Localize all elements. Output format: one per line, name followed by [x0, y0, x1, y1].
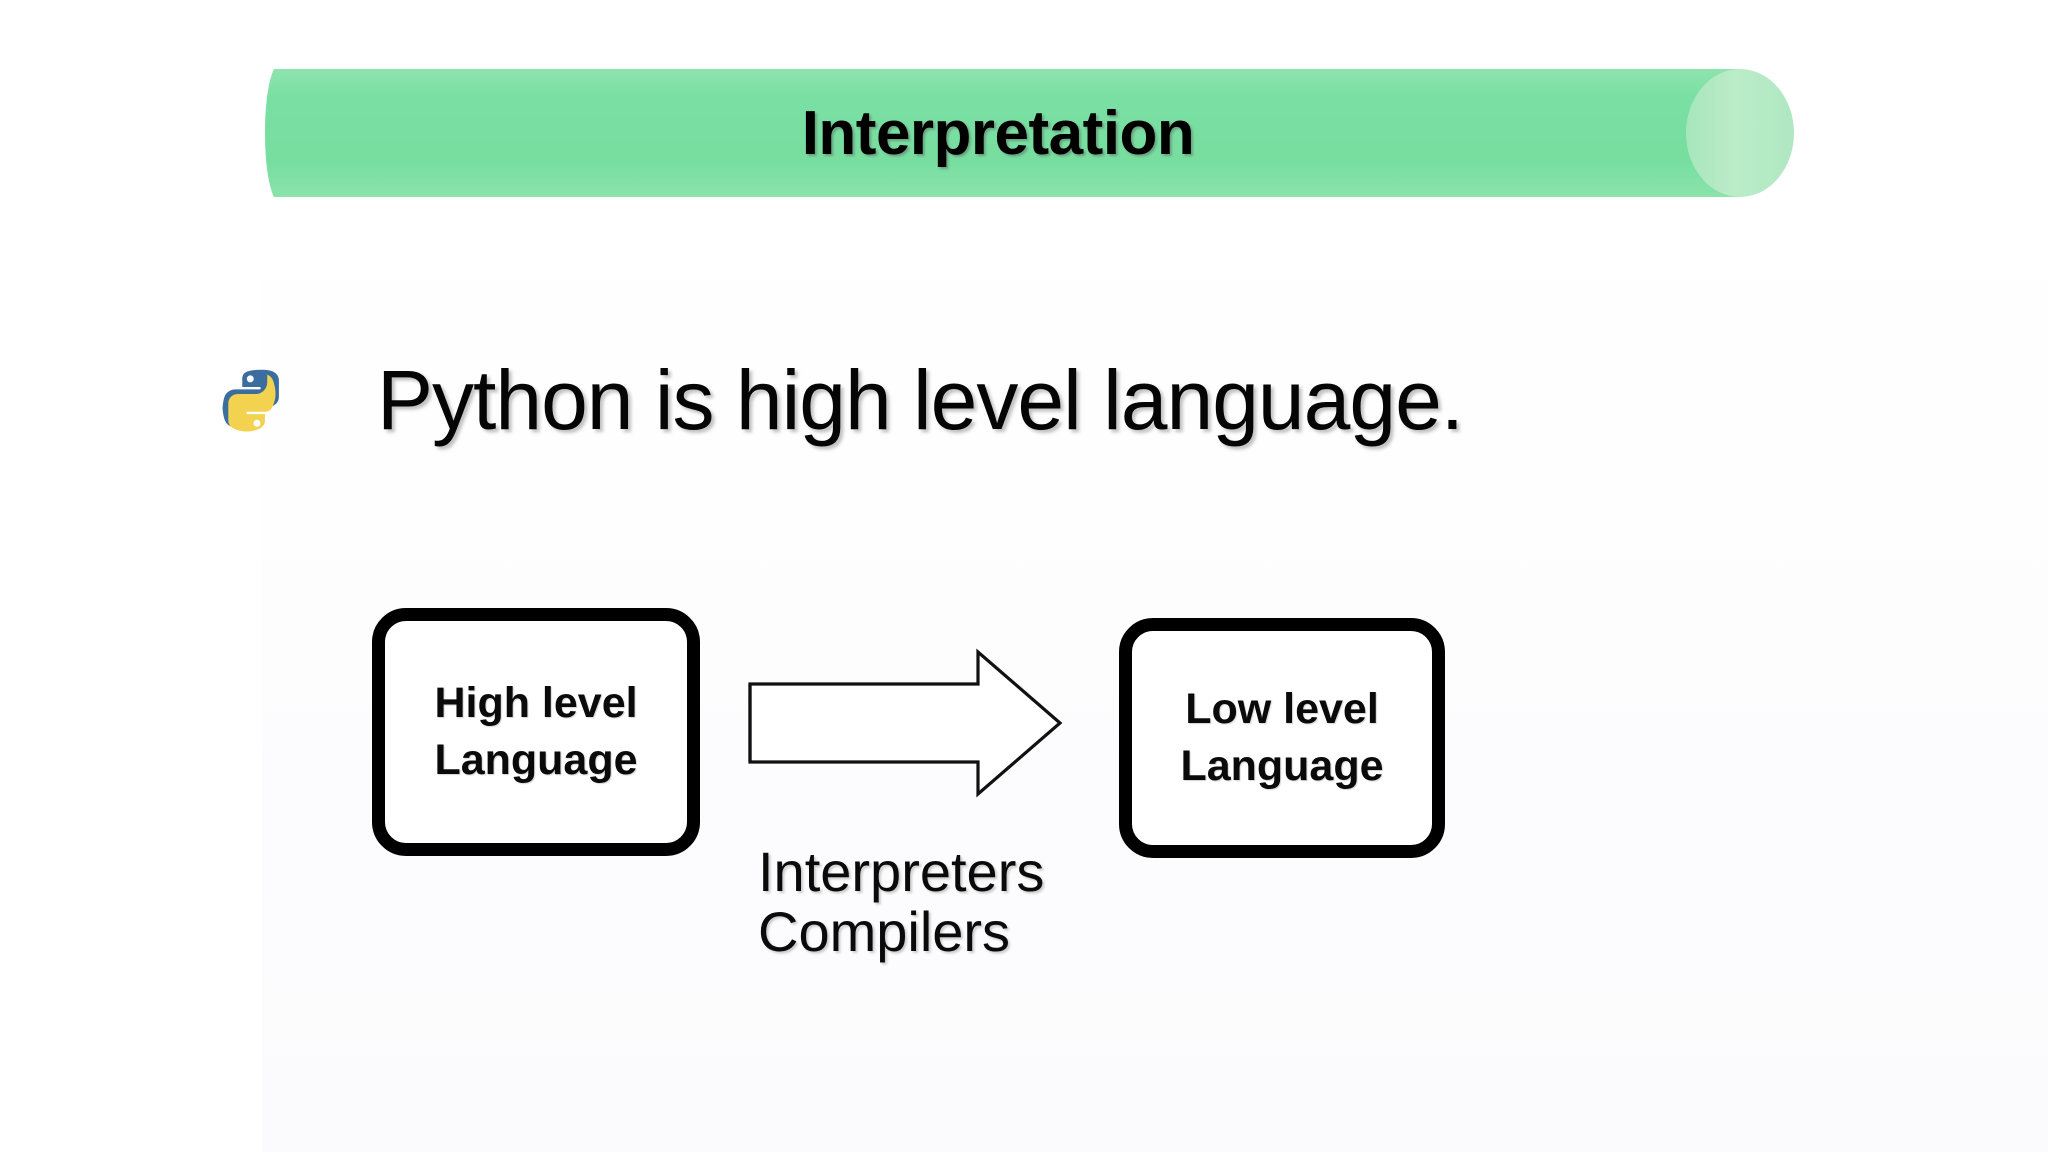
- flow-box-low-level-language[interactable]: Low level Language: [1119, 618, 1445, 858]
- flow-box-high-level-line1: High level: [434, 679, 638, 728]
- bullet-text: Python is high level language.: [377, 353, 1464, 447]
- flow-box-low-level-line2: Language: [1180, 742, 1384, 790]
- title-banner: Interpretation: [258, 63, 1798, 203]
- flow-box-low-level-line1: Low level: [1185, 685, 1379, 734]
- right-block-arrow-icon[interactable]: [748, 648, 1064, 798]
- arrow-label-compilers: Compilers: [758, 899, 1011, 963]
- arrow-label-interpreters: Interpreters: [758, 840, 1045, 903]
- title-banner-cylinder-shape: [265, 69, 1794, 197]
- flow-box-high-level-language[interactable]: High level Language: [372, 608, 700, 856]
- python-logo-icon: [222, 369, 279, 432]
- flow-box-high-level-line2: Language: [434, 736, 638, 784]
- arrow-labels: Interpreters Compilers: [758, 842, 1044, 962]
- page-title: Interpretation: [801, 98, 1195, 168]
- bullet-row: Python is high level language.: [215, 353, 1464, 447]
